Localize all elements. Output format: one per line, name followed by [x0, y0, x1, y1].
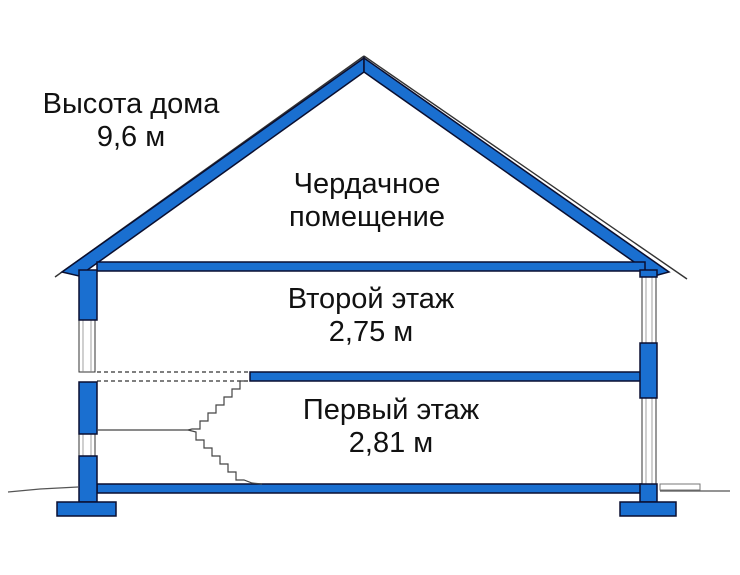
second-floor-name: Второй этаж	[287, 283, 455, 315]
first-floor-name: Первый этаж	[302, 394, 480, 426]
first-floor-height: 2,81 м	[348, 427, 434, 460]
attic-label: Чердачное помещение	[236, 168, 498, 235]
second-floor-slab	[249, 371, 643, 382]
right-wall	[639, 269, 658, 503]
roof-rafter-right	[363, 56, 671, 277]
staircase	[187, 380, 263, 485]
attic-label-line2: помещение	[289, 201, 445, 234]
house-height-title: Высота дома	[42, 88, 220, 120]
second-floor-height: 2,75 м	[328, 316, 414, 349]
stair-opening-lines	[97, 371, 250, 382]
ground-floor-slab	[96, 483, 646, 494]
left-wall	[78, 269, 98, 503]
first-floor-label: Первый этаж 2,81 м	[260, 394, 522, 461]
right-footing	[619, 501, 677, 517]
attic-floor-slab	[96, 261, 646, 272]
ground-line	[7, 483, 730, 493]
second-floor-label: Второй этаж 2,75 м	[240, 283, 502, 350]
house-height-value: 9,6 м	[96, 121, 166, 154]
attic-label-line1: Чердачное	[293, 168, 441, 200]
house-height-label: Высота дома 9,6 м	[20, 88, 242, 155]
left-footing	[56, 501, 117, 517]
